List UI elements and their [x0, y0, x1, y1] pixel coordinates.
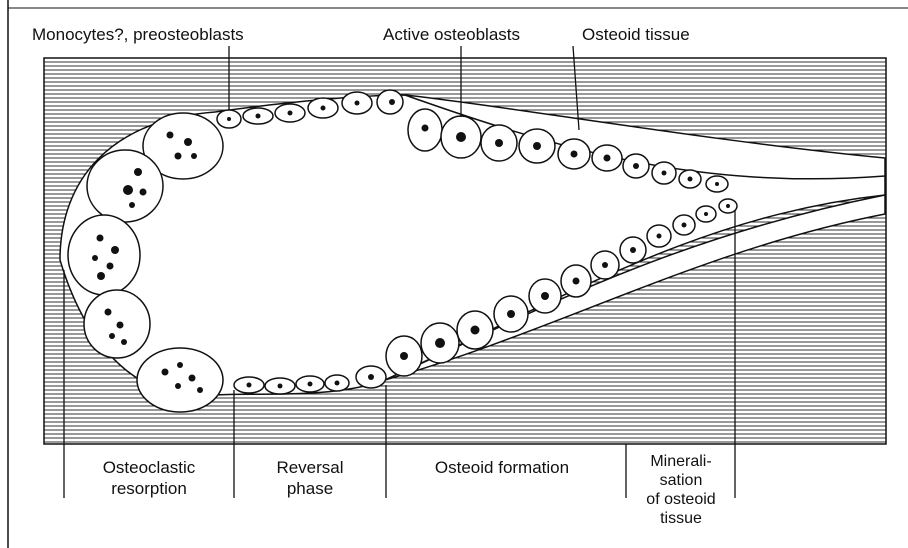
resorption-line-1: Osteoclastic — [103, 458, 196, 477]
resorption-line-2: resorption — [111, 479, 187, 498]
label-active-osteoblasts: Active osteoblasts — [383, 25, 520, 44]
formation-line-1: Osteoid formation — [435, 458, 569, 477]
mineralisation-line-3: of osteoid — [646, 491, 715, 508]
mineralisation-line-2: sation — [660, 472, 703, 489]
phase-label-resorption: Osteoclastic resorption — [103, 458, 196, 498]
phase-label-reversal: Reversal phase — [276, 458, 343, 498]
phase-label-formation: Osteoid formation — [435, 458, 569, 477]
reversal-line-1: Reversal — [276, 458, 343, 477]
mineralisation-line-4: tissue — [660, 510, 702, 527]
phase-label-mineralisation: Minerali- sation of osteoid tissue — [646, 453, 715, 527]
label-monocytes-preosteoblasts: Monocytes?, preosteoblasts — [32, 25, 244, 44]
reversal-line-2: phase — [287, 479, 333, 498]
mineralisation-line-1: Minerali- — [650, 453, 711, 470]
label-osteoid-tissue: Osteoid tissue — [582, 25, 690, 44]
